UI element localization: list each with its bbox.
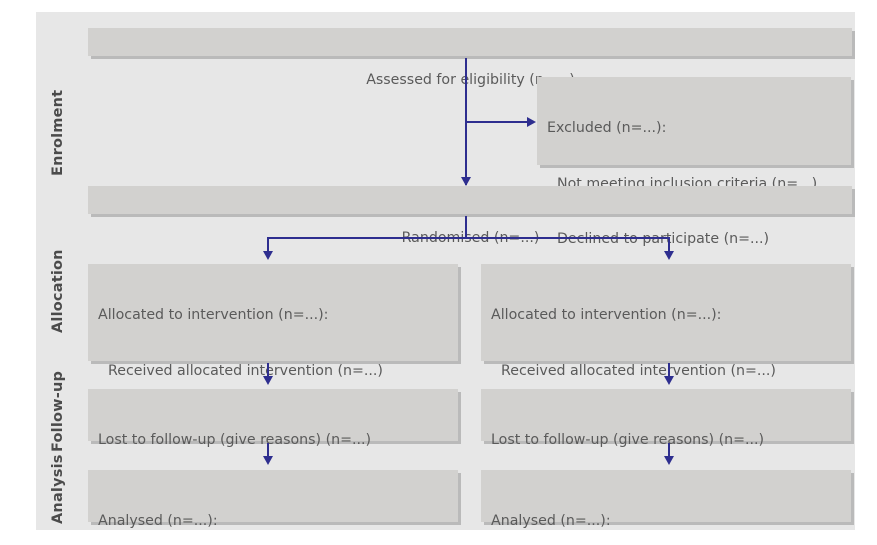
assessed-line-1: Assessed for eligibility (n=...) <box>366 72 575 88</box>
arrowhead-to-allocation-right <box>664 251 674 260</box>
allocation-right-line-1: Allocated to intervention (n=...): <box>491 307 722 323</box>
allocation-right-line-2: Received allocated intervention (n=...) <box>501 362 776 379</box>
connector-to-excluded <box>465 121 528 123</box>
excluded-line-3: Declined to participate (n=...) <box>557 231 770 247</box>
box-followup-right: Lost to follow-up (give reasons) (n=...)… <box>481 389 851 504</box>
box-followup-left: Lost to follow-up (give reasons) (n=...)… <box>88 389 458 504</box>
arrowhead-to-followup-left <box>263 376 273 385</box>
connector-followup-to-analysis-right <box>668 443 670 461</box>
followup-right-line-1: Lost to follow-up (give reasons) (n=...) <box>491 432 765 448</box>
analysis-right-line-1: Analysed (n=...): <box>491 513 611 529</box>
box-analysis-left: Analysed (n=...): Excluded from analysis… <box>88 470 458 529</box>
allocation-left-line-2: Received allocated intervention (n=...) <box>108 362 383 379</box>
followup-left-line-1: Lost to follow-up (give reasons) (n=...) <box>98 432 372 448</box>
stage-label-allocation: Allocation <box>50 249 66 333</box>
connector-randomised-stem <box>465 216 467 238</box>
box-assessed-for-eligibility: Assessed for eligibility (n=...) <box>88 28 852 88</box>
connector-alloc-to-followup-right <box>668 363 670 381</box>
excluded-line-1: Excluded (n=...): <box>547 120 667 136</box>
connector-split-left <box>267 237 269 257</box>
allocation-left-line-1: Allocated to intervention (n=...): <box>98 307 329 323</box>
connector-split-bar <box>267 237 670 239</box>
arrowhead-to-analysis-right <box>664 456 674 465</box>
arrowhead-to-randomised <box>461 177 471 186</box>
box-allocation-right: Allocated to intervention (n=...): Recei… <box>481 264 851 490</box>
box-excluded: Excluded (n=...): Not meeting inclusion … <box>537 77 851 303</box>
arrowhead-to-analysis-left <box>263 456 273 465</box>
stage-label-analysis: Analysis <box>50 454 66 524</box>
connector-alloc-to-followup-left <box>267 363 269 381</box>
stage-label-followup: Follow-up <box>50 370 66 452</box>
connector-followup-to-analysis-left <box>267 443 269 461</box>
stage-label-enrolment: Enrolment <box>50 89 66 176</box>
arrowhead-to-followup-right <box>664 376 674 385</box>
box-allocation-left: Allocated to intervention (n=...): Recei… <box>88 264 458 490</box>
connector-split-right <box>668 237 670 257</box>
box-analysis-right: Analysed (n=...): Excluded from analysis… <box>481 470 851 529</box>
analysis-left-line-1: Analysed (n=...): <box>98 513 218 529</box>
arrowhead-to-excluded <box>527 117 536 127</box>
arrowhead-to-allocation-left <box>263 251 273 260</box>
box-randomised: Randomised (n=...) <box>88 186 852 246</box>
